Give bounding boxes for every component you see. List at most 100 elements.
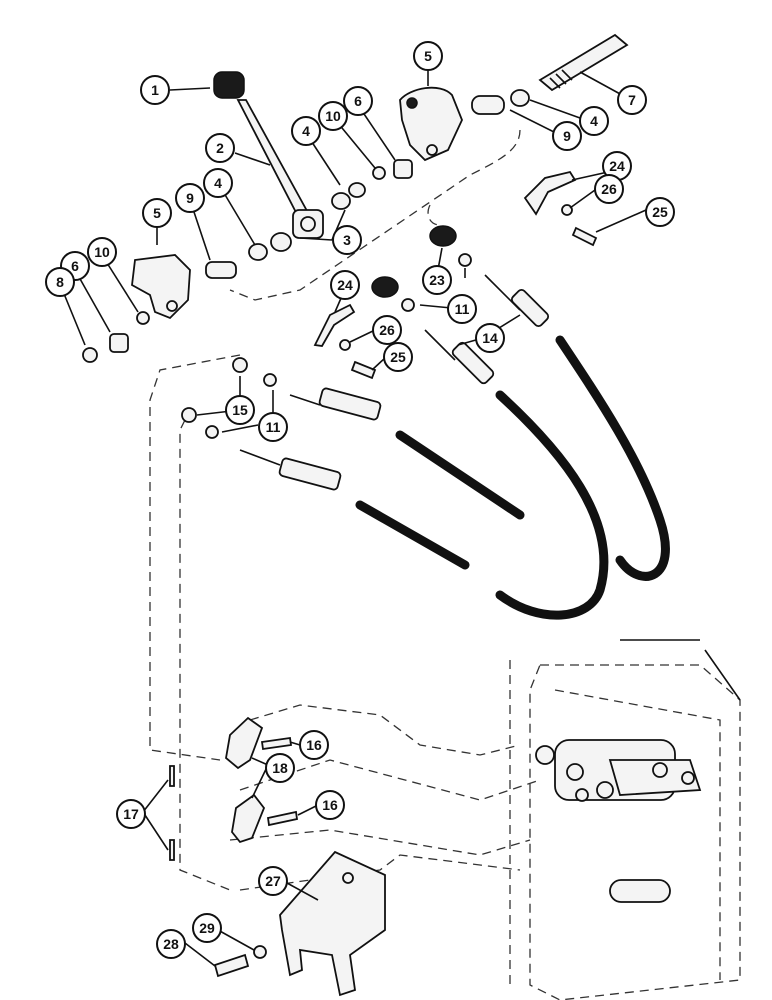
- transmission-housing: [509, 639, 741, 1000]
- bolt-25-left: [350, 360, 377, 380]
- callout-17: 17: [116, 799, 146, 829]
- svg-text:3: 3: [343, 232, 351, 248]
- ball-joint-9-left: [205, 261, 237, 279]
- arm-18-lower: [231, 793, 266, 844]
- svg-text:10: 10: [325, 108, 341, 124]
- svg-text:15: 15: [232, 402, 248, 418]
- callout-25-b: 25: [383, 342, 413, 372]
- rod-7: [538, 33, 629, 92]
- callout-24-b: 24: [330, 270, 360, 300]
- callout-26-b: 26: [372, 315, 402, 345]
- callout-16-b: 16: [315, 790, 345, 820]
- lever-bushing: [270, 232, 292, 252]
- svg-text:5: 5: [153, 205, 161, 221]
- svg-text:25: 25: [652, 204, 668, 220]
- washer-4-right: [510, 89, 530, 107]
- svg-text:11: 11: [455, 301, 470, 317]
- nut-10-right: [372, 166, 386, 180]
- bolt-28: [213, 953, 250, 978]
- callout-28: 28: [156, 929, 186, 959]
- svg-text:18: 18: [272, 760, 288, 776]
- callout-26-a: 26: [594, 174, 624, 204]
- svg-text:10: 10: [94, 244, 110, 260]
- clevis-15-lower: [181, 407, 197, 423]
- svg-text:26: 26: [379, 322, 395, 338]
- nut-8: [82, 347, 98, 363]
- svg-text:4: 4: [302, 123, 310, 139]
- svg-text:11: 11: [266, 419, 281, 435]
- bolt-16-upper: [260, 736, 293, 751]
- shift-arm-group: [169, 716, 299, 861]
- grommet-23-lower: [371, 276, 399, 298]
- callout-3: 3: [332, 225, 362, 255]
- bracket-5-left: [131, 254, 191, 320]
- pin-17-upper: [169, 765, 175, 787]
- bolt-16-lower: [266, 810, 299, 827]
- callout-6-a: 6: [343, 86, 373, 116]
- mounting-bracket-group: [213, 850, 386, 997]
- upper-left-bracket-group: [82, 254, 237, 363]
- washer-26-right: [561, 204, 573, 216]
- svg-text:9: 9: [563, 128, 571, 144]
- svg-text:9: 9: [186, 190, 194, 206]
- clip-24-left: [313, 303, 356, 347]
- callout-14: 14: [475, 323, 505, 353]
- callout-7: 7: [617, 85, 647, 115]
- callout-9-b: 9: [175, 183, 205, 213]
- leader-lines: [59, 66, 647, 967]
- callout-10-a: 10: [318, 101, 348, 131]
- pin-17-lower: [169, 839, 175, 861]
- svg-text:7: 7: [628, 92, 636, 108]
- svg-text:4: 4: [590, 113, 598, 129]
- svg-text:26: 26: [601, 181, 617, 197]
- callout-9-a: 9: [552, 121, 582, 151]
- arm-18-upper: [225, 716, 264, 770]
- spacer-6-left: [109, 333, 129, 353]
- callout-5-a: 5: [413, 41, 443, 71]
- clevis-15-upper: [232, 357, 248, 373]
- callout-16-a: 16: [299, 730, 329, 760]
- svg-text:25: 25: [390, 349, 406, 365]
- callout-15: 15: [225, 395, 255, 425]
- callout-25-a: 25: [645, 197, 675, 227]
- upper-right-bracket-group: [372, 33, 629, 180]
- svg-text:29: 29: [199, 920, 215, 936]
- svg-text:23: 23: [429, 272, 445, 288]
- lever-knob: [213, 71, 245, 99]
- callout-10-b: 10: [87, 237, 117, 267]
- callout-8: 8: [45, 267, 75, 297]
- svg-text:17: 17: [123, 806, 139, 822]
- svg-text:16: 16: [322, 797, 338, 813]
- cable-mount-group: [313, 170, 598, 380]
- ball-joint-9-right: [471, 95, 505, 115]
- nut-11-upper: [401, 298, 415, 312]
- svg-text:4: 4: [214, 175, 222, 191]
- callout-4-c: 4: [579, 106, 609, 136]
- callout-5-b: 5: [142, 198, 172, 228]
- shift-cables: [181, 274, 670, 620]
- callout-2: 2: [205, 133, 235, 163]
- grommet-23-upper: [429, 225, 457, 247]
- callout-27: 27: [258, 866, 288, 896]
- svg-text:2: 2: [216, 140, 224, 156]
- callout-29: 29: [192, 913, 222, 943]
- svg-text:8: 8: [56, 274, 64, 290]
- callout-18: 18: [265, 753, 295, 783]
- svg-text:27: 27: [265, 873, 281, 889]
- svg-text:24: 24: [609, 158, 625, 174]
- svg-text:28: 28: [163, 936, 179, 952]
- washer-4-left: [248, 243, 268, 261]
- nut-10-left: [136, 311, 150, 325]
- callout-24-a: 24: [602, 151, 632, 181]
- svg-text:5: 5: [424, 48, 432, 64]
- washer-29: [253, 945, 267, 959]
- washer-26-left: [339, 339, 351, 351]
- svg-text:24: 24: [337, 277, 353, 293]
- callout-4-b: 4: [203, 168, 233, 198]
- callout-1: 1: [140, 75, 170, 105]
- svg-text:6: 6: [71, 258, 79, 274]
- bolt-25-right: [571, 226, 598, 247]
- svg-text:16: 16: [306, 737, 322, 753]
- svg-text:14: 14: [482, 330, 498, 346]
